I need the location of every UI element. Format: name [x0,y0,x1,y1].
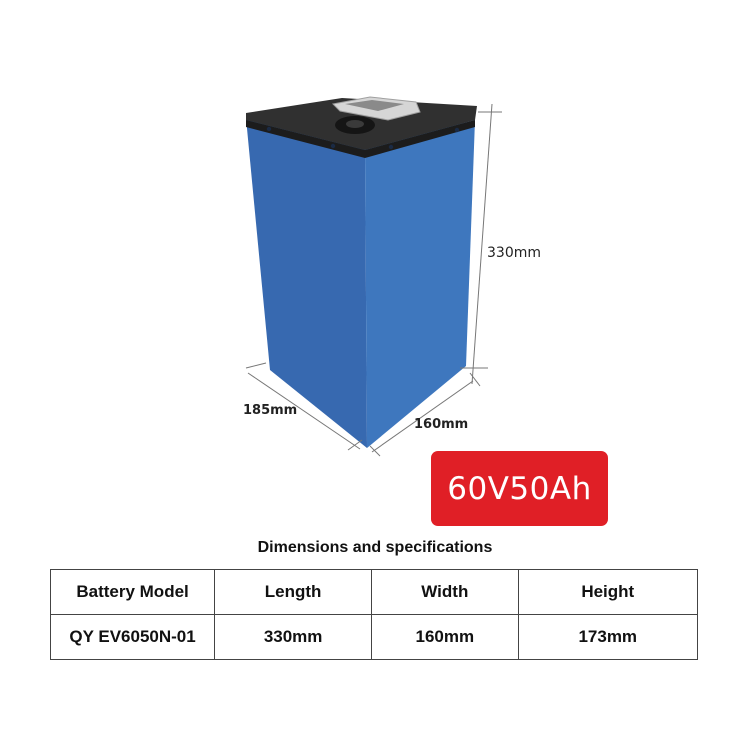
depth-dimension-label: 185mm [243,403,298,418]
spec-table: Battery Model Length Width Height QY EV6… [49,569,699,660]
header-battery-model: Battery Model [49,569,216,615]
battery-lid-edge [246,120,475,158]
handle-icon [331,96,421,121]
header-height: Height [517,569,699,615]
battery-left-face [246,118,367,448]
header-length: Length [214,569,373,615]
table-row: QY EV6050N-01 330mm 160mm 173mm [49,614,699,660]
capacity-badge: 60V50Ah [431,451,608,526]
cell-width: 160mm [371,614,519,660]
spec-header-row: Battery Model Length Width Height [49,569,699,615]
battery-right-face [365,120,475,448]
width-dimension-label: 160mm [414,417,469,432]
screw-holes [266,126,460,150]
cell-battery-model: QY EV6050N-01 [49,614,216,660]
header-width: Width [371,569,519,615]
connector-hole [346,120,364,128]
battery-illustration [245,96,502,457]
spec-title: Dimensions and specifications [257,539,493,556]
dimension-lines [245,103,502,457]
height-dimension-label: 330mm [487,245,541,261]
cell-length: 330mm [214,614,373,660]
cell-height: 173mm [517,614,699,660]
